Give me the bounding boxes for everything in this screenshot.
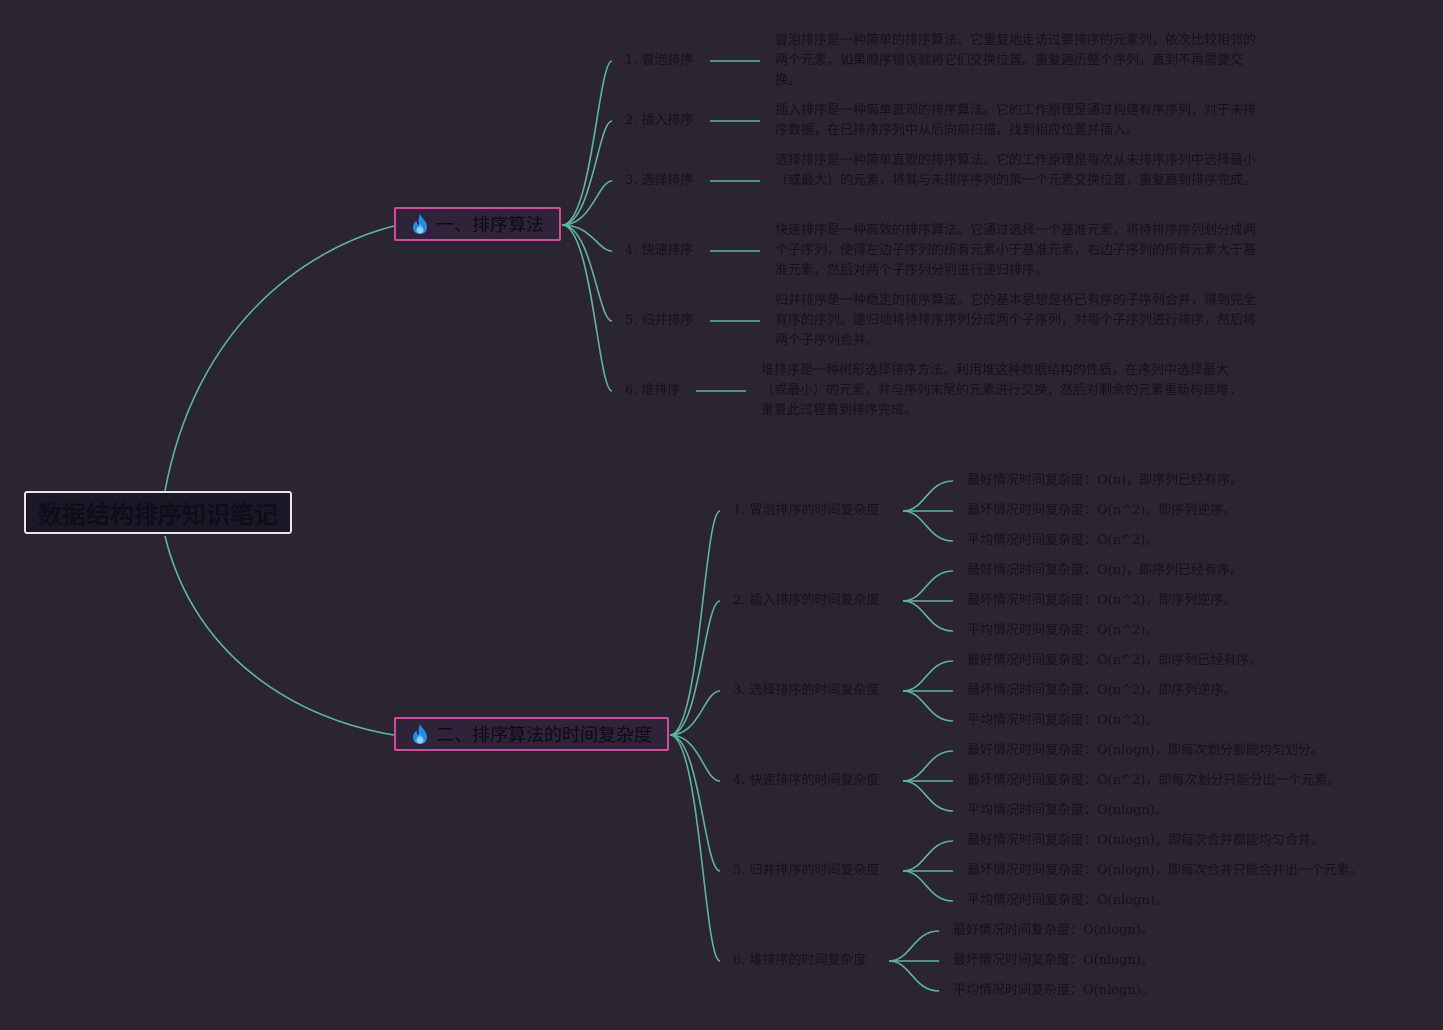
connector-branch1-item [561,60,613,226]
connector-branch2-item [669,734,721,872]
topic-heap-sort[interactable]: 6. 堆排序 [625,383,681,398]
complexity-average: 平均情况时间复杂度：O(nlogn)。 [953,983,1154,998]
complexity-best: 最好情况时间复杂度：O(n)，即序列已经有序。 [967,563,1244,578]
topic-description: 冒泡排序是一种简单的排序算法。它重复地走访过要排序的元素列，依次比较相邻的两个元… [775,33,1257,88]
topic-selection-sort[interactable]: 3. 选择排序 [625,173,694,188]
complexity-average: 平均情况时间复杂度：O(n^2)。 [967,533,1159,548]
branch-time-complexity[interactable]: 二、排序算法的时间复杂度 [394,717,669,751]
complexity-worst: 最坏情况时间复杂度：O(n^2)，即序列逆序。 [967,683,1237,698]
topic-quick-sort-complexity[interactable]: 4. 快速排序的时间复杂度 [733,773,880,788]
fire-icon [413,724,427,744]
topic-insertion-sort[interactable]: 2. 插入排序 [625,113,694,128]
topic-description: 归并排序是一种稳定的排序算法。它的基本思想是将已有序的子序列合并，得到完全有序的… [775,293,1257,348]
topic-quick-sort[interactable]: 4. 快速排序 [625,243,694,258]
connector-item-leaf [902,780,954,812]
fire-icon [413,214,427,234]
complexity-worst: 最坏情况时间复杂度：O(n^2)，即序列逆序。 [967,503,1237,518]
connector-item-leaf [902,660,954,692]
connector-branch1-item [561,224,613,252]
connector-branch1-item [561,180,613,226]
topic-merge-sort[interactable]: 5. 归并排序 [625,313,694,328]
connector-item-leaf [902,750,954,782]
topic-insertion-sort-complexity[interactable]: 2. 插入排序的时间复杂度 [733,593,880,608]
connector-item-leaf [902,840,954,872]
topic-description: 快速排序是一种高效的排序算法。它通过选择一个基准元素，将待排序序列划分成两个子序… [775,223,1257,278]
complexity-worst: 最坏情况时间复杂度：O(n^2)，即每次划分只能分出一个元素。 [967,773,1341,788]
connector-root-branch2 [164,535,395,736]
connector-branch1-item [561,224,613,392]
complexity-best: 最好情况时间复杂度：O(n)，即序列已经有序。 [967,473,1244,488]
topic-description: 插入排序是一种简单直观的排序算法。它的工作原理是通过构建有序序列，对于未排序数据… [775,103,1257,138]
connector-item-leaf [902,870,954,902]
connector-item-leaf [902,690,954,722]
complexity-best: 最好情况时间复杂度：O(nlogn)。 [953,923,1154,938]
complexity-average: 平均情况时间复杂度：O(n^2)。 [967,713,1159,728]
topic-selection-sort-complexity[interactable]: 3. 选择排序的时间复杂度 [733,683,880,698]
connector-item-leaf [902,570,954,602]
topic-description: 堆排序是一种树形选择排序方法。利用堆这种数据结构的性质，在序列中选择最大（或最小… [761,363,1243,418]
connector-branch2-item [669,510,721,736]
topic-bubble-sort[interactable]: 1. 冒泡排序 [625,53,694,68]
topic-merge-sort-complexity[interactable]: 5. 归并排序的时间复杂度 [733,863,880,878]
branch-sorting-algorithms[interactable]: 一、排序算法 [394,207,561,241]
complexity-best: 最好情况时间复杂度：O(n^2)，即序列已经有序。 [967,653,1263,668]
connector-branch2-item [669,734,721,782]
complexity-average: 平均情况时间复杂度：O(nlogn)。 [967,893,1168,908]
complexity-average: 平均情况时间复杂度：O(nlogn)。 [967,803,1168,818]
branch-title: 一、排序算法 [436,215,544,236]
topic-bubble-sort-complexity[interactable]: 1. 冒泡排序的时间复杂度 [733,503,880,518]
complexity-best: 最好情况时间复杂度：O(nlogn)，即每次划分都能均匀划分。 [967,743,1324,758]
complexity-best: 最好情况时间复杂度：O(nlogn)，即每次合并都能均匀合并。 [967,833,1324,848]
connector-item-leaf [902,600,954,632]
topic-description: 选择排序是一种简单直观的排序算法。它的工作原理是每次从未排序序列中选择最小（或最… [775,153,1257,188]
connector-item-leaf [902,510,954,542]
connector-branch2-item [669,690,721,736]
topic-heap-sort-complexity[interactable]: 6. 堆排序的时间复杂度 [733,953,867,968]
complexity-worst: 最坏情况时间复杂度：O(nlogn)。 [953,953,1154,968]
connector-branch2-item [669,600,721,736]
complexity-worst: 最坏情况时间复杂度：O(n^2)，即序列逆序。 [967,593,1237,608]
connector-item-leaf [888,960,940,992]
complexity-average: 平均情况时间复杂度：O(n^2)。 [967,623,1159,638]
connector-branch1-item [561,120,613,226]
connector-item-leaf [888,930,940,962]
branch-title: 二、排序算法的时间复杂度 [436,725,652,746]
connector-branch2-item [669,734,721,962]
connector-item-leaf [902,480,954,512]
complexity-worst: 最坏情况时间复杂度：O(nlogn)，即每次合并只能合并出一个元素。 [967,863,1363,878]
connector-root-branch1 [164,225,395,492]
root-node[interactable]: 数据结构排序知识笔记 [24,491,292,534]
connector-branch1-item [561,224,613,322]
